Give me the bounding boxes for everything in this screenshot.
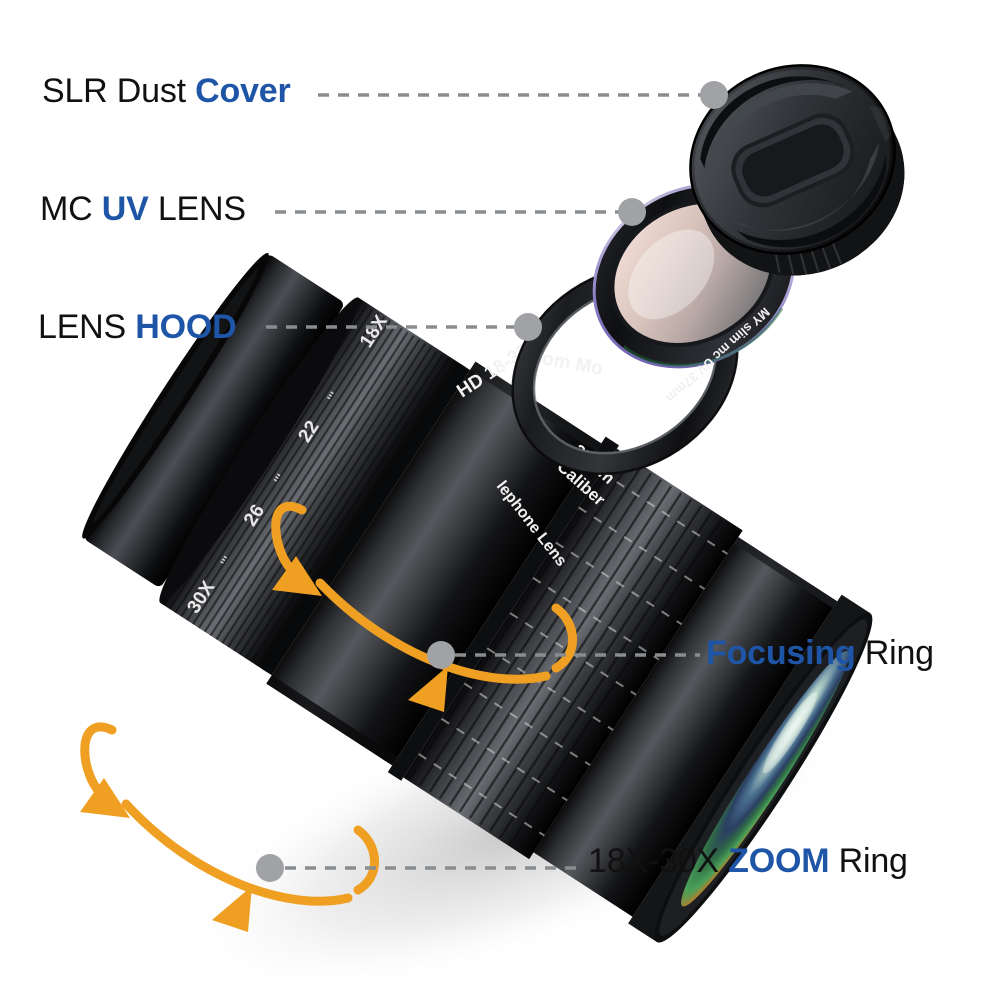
callout-prefix: 18X-30X xyxy=(588,842,729,880)
callout-highlight: ZOOM xyxy=(728,842,830,880)
callout-label-mc-uv-lens: MC UV LENS xyxy=(40,190,246,229)
callout-suffix: Ring xyxy=(855,634,934,672)
callout-prefix: LENS xyxy=(38,308,136,346)
zoom-ring xyxy=(159,297,471,676)
callout-label-zoom-ring: 18X-30X ZOOM Ring xyxy=(588,842,908,881)
focus-arrowhead-lower xyxy=(408,666,448,712)
dot-slr-dust-cover xyxy=(700,81,728,109)
collar-ridge xyxy=(387,436,620,781)
zoom-arrowhead-upper xyxy=(80,778,130,818)
dot-lens-hood xyxy=(514,313,542,341)
dot-zoom-ring xyxy=(256,854,284,882)
callout-suffix: LENS xyxy=(148,190,246,228)
callout-label-slr-dust-cover: SLR Dust Cover xyxy=(42,72,291,111)
zoom-arrowhead-lower xyxy=(212,886,252,932)
callout-highlight: Cover xyxy=(195,72,291,110)
lens-assembly: 18X ''' 22 ''' 26 ''' 30X xyxy=(82,252,873,943)
leader-lines xyxy=(266,93,712,870)
callout-suffix: Ring xyxy=(829,842,908,880)
callout-label-lens-hood: LENS HOOD xyxy=(38,308,237,347)
leader-dots xyxy=(256,81,728,882)
objective-glass xyxy=(681,650,850,907)
eyepiece-barrel xyxy=(82,252,343,587)
callout-prefix: SLR Dust xyxy=(42,72,196,110)
front-barrel xyxy=(533,537,838,917)
focus-arrowhead-upper xyxy=(272,556,322,596)
callout-highlight: Focusing xyxy=(706,634,856,672)
callout-prefix: MC xyxy=(40,190,102,228)
dot-mc-uv-lens xyxy=(618,198,646,226)
callout-label-focusing-ring: Focusing Ring xyxy=(706,634,934,673)
slr-dust-cover xyxy=(689,64,905,276)
dot-focusing-ring xyxy=(427,641,455,669)
callout-highlight: UV xyxy=(101,190,149,228)
callout-highlight: HOOD xyxy=(135,308,237,346)
